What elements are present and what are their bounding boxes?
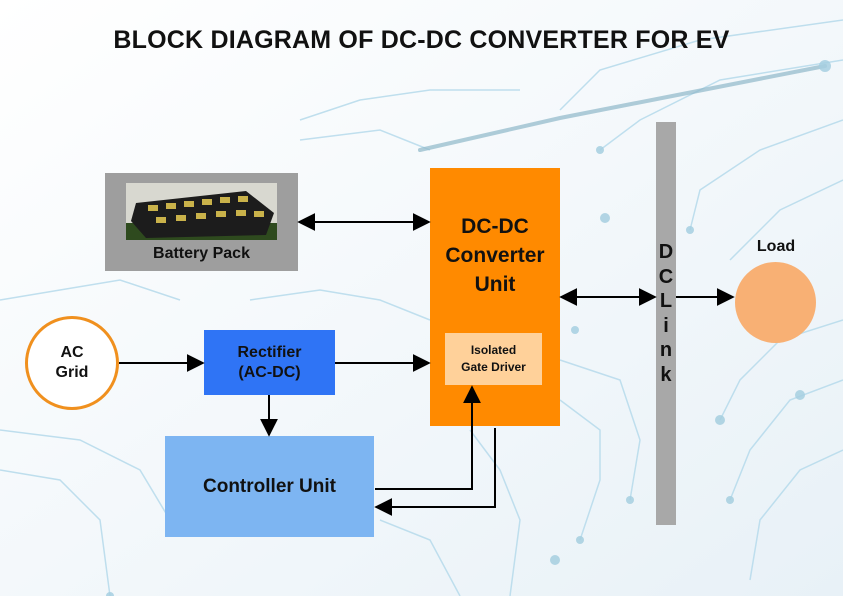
dc-link-bar: D C L i n k [656, 122, 676, 525]
dc-link-letter: i [663, 314, 669, 337]
dc-link-letter: C [658, 265, 674, 288]
dc-link-letter: L [659, 290, 673, 312]
dcdc-controller-feedback-arrow [374, 428, 496, 516]
dc-link-letter: n [659, 339, 673, 361]
battery-pack-image [126, 183, 277, 240]
rectifier-block: Rectifier (AC-DC) [204, 330, 335, 395]
load-node [735, 262, 816, 343]
battery-pack-label: Battery Pack [153, 245, 250, 262]
controller-unit-block: Controller Unit [165, 436, 374, 537]
load-label: Load [756, 238, 796, 255]
dc-link-label: D C L i n k [659, 240, 673, 387]
ac-grid-node: AC Grid [25, 316, 119, 410]
isolated-gate-driver-block: Isolated Gate Driver [445, 333, 542, 385]
controller-gate-driver-arrow [375, 385, 481, 490]
dcdc-converter-label: DC-DC Converter Unit [445, 215, 545, 296]
dc-link-letter: k [660, 363, 672, 386]
battery-pack-block: Battery Pack [105, 173, 298, 271]
diagram-title: BLOCK DIAGRAM OF DC-DC CONVERTER FOR EV [113, 26, 730, 54]
dc-link-letter: D [658, 241, 674, 263]
